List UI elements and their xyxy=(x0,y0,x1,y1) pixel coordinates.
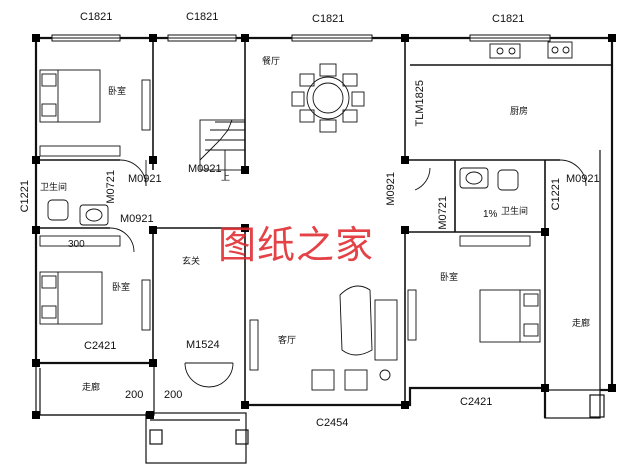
room-label-foyer: 玄关 xyxy=(182,257,201,267)
door-code-bath-left-side: M0721 xyxy=(105,170,117,204)
bed-bottom-left xyxy=(39,271,151,331)
window-code-top-3: C1821 xyxy=(312,13,345,25)
dim-300: 300 xyxy=(68,239,85,250)
interior-walls xyxy=(35,38,612,405)
window-code-top-2: C1821 xyxy=(186,11,219,23)
corridor-bottom-left xyxy=(35,362,249,464)
room-label-dining: 餐厅 xyxy=(262,57,281,67)
window-code-bottom-center: C2454 xyxy=(316,417,349,429)
kitchen-counter xyxy=(489,41,573,59)
window-code-left-bottom: C2421 xyxy=(84,340,117,352)
watermark-text: 图纸之家 xyxy=(218,223,375,267)
room-label-living: 客厅 xyxy=(278,336,297,346)
window-code-left-mid: C1221 xyxy=(19,180,31,213)
window-code-right-bottom: C2421 xyxy=(460,396,493,408)
room-label-kitchen: 厨房 xyxy=(510,107,529,117)
door-code-center-vertical: M0921 xyxy=(385,172,397,206)
bed-top-left xyxy=(39,69,151,131)
window-code-kitchen-side: TLM1825 xyxy=(414,80,426,127)
window-code-right-mid: C1221 xyxy=(550,178,562,211)
room-label-bedroom-r: 卧室 xyxy=(440,273,459,283)
door-code-bath-left-top: M0921 xyxy=(128,173,162,185)
door-code-right-corridor: M0921 xyxy=(566,173,600,185)
window-code-top-1: C1821 xyxy=(80,11,113,23)
room-label-corridor-bottom: 走廊 xyxy=(82,383,101,393)
room-label-bath-left: 卫生间 xyxy=(40,183,68,193)
window-code-top-4: C1821 xyxy=(492,13,525,25)
bed-right xyxy=(407,289,541,343)
columns xyxy=(32,34,616,419)
room-label-bath-right: 卫生间 xyxy=(501,207,529,217)
doors xyxy=(109,159,587,388)
bath-left-fixtures xyxy=(47,199,109,226)
room-label-corridor-right: 走廊 xyxy=(572,319,591,329)
corridor-right xyxy=(544,150,613,419)
dim-200-right: 200 xyxy=(164,389,183,401)
room-label-bedroom-tl: 卧室 xyxy=(108,87,127,97)
door-code-stair-right: M0921 xyxy=(188,163,222,175)
stairs xyxy=(199,119,246,180)
room-label-stairs-up: 上 xyxy=(221,173,231,183)
dining-table xyxy=(291,63,365,133)
living-furniture xyxy=(249,285,398,391)
door-code-entrance: M1524 xyxy=(186,339,220,351)
room-label-bedroom-bl: 卧室 xyxy=(112,283,131,293)
bath-right-fixtures xyxy=(459,167,519,191)
door-code-bath-left-bottom: M0921 xyxy=(120,213,154,225)
dim-200-left: 200 xyxy=(125,389,144,401)
door-code-bath-right-side: M0721 xyxy=(437,196,449,230)
top-windows xyxy=(51,34,551,42)
wardrobes xyxy=(39,145,531,247)
slope-label: 1% xyxy=(483,209,498,220)
